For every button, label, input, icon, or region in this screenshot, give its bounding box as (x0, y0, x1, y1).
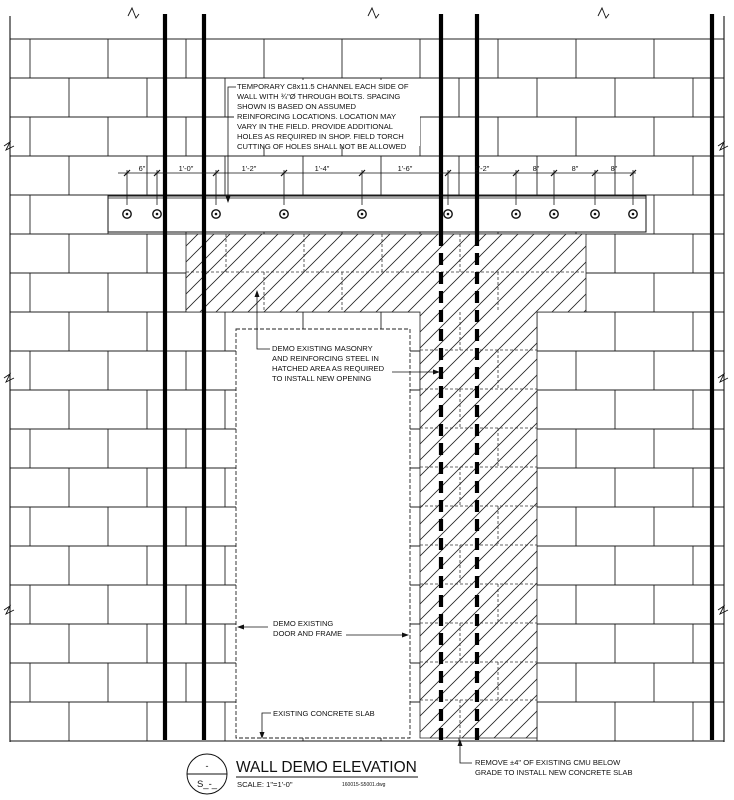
channel-note-line-5: VARY IN THE FIELD. PROVIDE ADDITIONAL (237, 122, 393, 131)
door-opening-interior (236, 329, 410, 738)
through-bolt-center (514, 212, 518, 216)
demo-masonry-note: DEMO EXISTING MASONRY AND REINFORCING ST… (268, 342, 392, 384)
dim-label-3: 1'-2" (242, 164, 257, 173)
dimension-labels: 6" 1'-0" 1'-2" 1'-4" 1'-6" 1'-2" 8" 8" 8… (139, 164, 618, 173)
through-bolt-center (214, 212, 218, 216)
dim-label-9: 8" (611, 164, 618, 173)
dimension-tick (591, 169, 599, 177)
demo-masonry-line-2: AND REINFORCING STEEL IN (272, 354, 379, 363)
drawing-title: WALL DEMO ELEVATION (236, 759, 417, 776)
dimension-tick (280, 169, 288, 177)
demo-masonry-line-3: HATCHED AREA AS REQUIRED (272, 364, 385, 373)
through-bolt-center (155, 212, 159, 216)
demo-masonry-line-1: DEMO EXISTING MASONRY (272, 344, 373, 353)
through-bolt-center (446, 212, 450, 216)
dim-label-7: 8" (533, 164, 540, 173)
dimension-tick (123, 169, 131, 177)
channel-note-line-2: WALL WITH ¾"Ø THROUGH BOLTS. SPACING (237, 92, 400, 101)
channel-note-line-1: TEMPORARY C8x11.5 CHANNEL EACH SIDE OF (237, 82, 409, 91)
break-marks (3, 6, 729, 616)
demo-masonry-leaders (254, 290, 440, 375)
dim-label-5: 1'-6" (398, 164, 413, 173)
through-bolt-center (125, 212, 129, 216)
demo-door-note: DEMO EXISTING DOOR AND FRAME (270, 617, 370, 639)
slab-note: EXISTING CONCRETE SLAB (270, 708, 382, 720)
existing-door-frame-outline (235, 328, 411, 739)
vertical-reinforcing-bars (162, 14, 715, 740)
dim-label-1: 6" (139, 164, 146, 173)
demo-hatch-area (185, 233, 587, 739)
through-bolt-center (593, 212, 597, 216)
dimension-tick (444, 169, 452, 177)
title-block: - S_-_ WALL DEMO ELEVATION SCALE: 1"=1'-… (186, 753, 418, 795)
demo-door-leaders (237, 624, 409, 638)
through-bolt-center (282, 212, 286, 216)
file-reference: 160015-S5001.dwg (342, 782, 386, 788)
channel-note-leader (225, 86, 236, 203)
dimension-tick (550, 169, 558, 177)
channel-note-line-6: HOLES AS REQUIRED IN SHOP. FIELD TORCH (237, 132, 404, 141)
remove-cmu-line-1: REMOVE ±4" OF EXISTING CMU BELOW (475, 758, 621, 767)
dimension-tick (512, 169, 520, 177)
wall-outline (9, 16, 725, 742)
detail-number: - (206, 761, 209, 771)
drawing-scale: SCALE: 1"=1'-0" (237, 780, 293, 789)
dimension-tick (629, 169, 637, 177)
dimension-tick (153, 169, 161, 177)
dim-label-6: 1'-2" (475, 164, 490, 173)
temporary-steel-channel (107, 195, 647, 233)
slab-note-text: EXISTING CONCRETE SLAB (273, 709, 375, 718)
channel-note: TEMPORARY C8x11.5 CHANNEL EACH SIDE OF W… (234, 80, 420, 151)
demo-door-line-2: DOOR AND FRAME (273, 629, 342, 638)
through-bolts (122, 209, 638, 219)
bolt-spacing-dimensions (118, 169, 637, 205)
sheet-reference: S_-_ (197, 779, 218, 790)
channel-note-line-3: SHOWN IS BASED ON ASSUMED (237, 102, 357, 111)
channel-note-line-7: CUTTING OF HOLES SHALL NOT BE ALLOWED (237, 142, 407, 151)
dimension-tick (212, 169, 220, 177)
dimension-tick (358, 169, 366, 177)
remove-cmu-leader (457, 739, 472, 764)
through-bolt-center (360, 212, 364, 216)
demo-masonry-line-4: TO INSTALL NEW OPENING (272, 374, 372, 383)
channel-note-line-4: REINFORCING LOCATIONS. LOCATION MAY (237, 112, 396, 121)
dim-label-8: 8" (572, 164, 579, 173)
through-bolt-center (552, 212, 556, 216)
dim-label-4: 1'-4" (315, 164, 330, 173)
bars-to-remove-dashed (438, 234, 480, 740)
remove-cmu-line-2: GRADE TO INSTALL NEW CONCRETE SLAB (475, 768, 633, 777)
through-bolt-center (631, 212, 635, 216)
dim-label-2: 1'-0" (179, 164, 194, 173)
slab-note-leader (259, 712, 271, 739)
demo-door-line-1: DEMO EXISTING (273, 619, 333, 628)
demo-area-hidden-joints (186, 234, 586, 738)
